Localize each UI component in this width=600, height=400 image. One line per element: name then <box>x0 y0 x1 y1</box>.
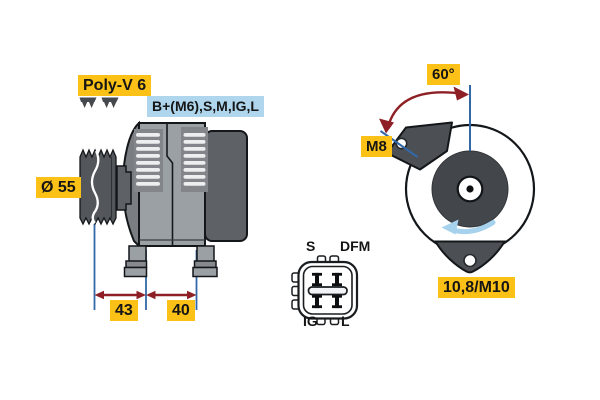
belt-profile-icon <box>101 97 119 108</box>
pin-label-dfm: DFM <box>340 238 371 254</box>
cooling-fins <box>136 133 206 186</box>
connector-pins <box>312 272 342 309</box>
shaft-center-dot <box>466 185 474 193</box>
housing-seam <box>166 123 174 246</box>
upper-lug-hole <box>395 137 408 150</box>
front-foot-plate <box>123 266 148 278</box>
upper-mounting-lug <box>386 121 453 171</box>
arrow-head <box>187 290 197 300</box>
terminals-label: B+(M6),S,M,IG,L <box>147 96 264 117</box>
dimension-arrows <box>94 290 197 300</box>
rotation-arrow-head <box>441 219 459 235</box>
connector-view <box>291 255 359 326</box>
dimension-left-label: 43 <box>110 300 138 321</box>
arrow-head <box>136 290 146 300</box>
pulley-diameter-label: Ø 55 <box>36 177 81 198</box>
belt-profile-icons <box>79 97 119 109</box>
arrow-head <box>146 290 156 300</box>
connector-key-slot <box>307 286 348 296</box>
fin-bank-left <box>134 129 163 192</box>
upper-thread-label: M8 <box>361 136 392 157</box>
rear-foot-step <box>193 260 217 269</box>
angle-arrow-head-right <box>453 86 469 101</box>
side-view <box>79 120 248 310</box>
angle-arrow-head-left <box>379 118 394 134</box>
front-foot-step <box>125 260 148 269</box>
rear-housing <box>204 130 248 242</box>
pin-label-ig: IG <box>303 313 318 329</box>
connector-shell-inner <box>302 265 353 315</box>
dimension-right-label: 40 <box>167 300 195 321</box>
fin-bank-right <box>181 127 208 192</box>
belt-profile-icon <box>79 97 97 108</box>
angle-arc <box>386 91 465 130</box>
pin-label-l: L <box>341 313 350 329</box>
arrow-head <box>94 290 104 300</box>
pulley <box>79 148 117 226</box>
rear-view <box>379 85 536 274</box>
lower-hole-label: 10,8/M10 <box>438 277 515 298</box>
belt-type-label: Poly-V 6 <box>78 75 152 96</box>
pin-label-s: S <box>306 238 316 254</box>
lower-lug-hole <box>463 253 477 268</box>
pulley-hub <box>116 165 132 211</box>
lug-datum-line <box>379 130 419 158</box>
rear-foot-plate <box>192 266 218 278</box>
pulley-break-line <box>90 150 100 224</box>
mount-angle-label: 60° <box>427 64 460 85</box>
mounting-feet <box>123 245 218 278</box>
pulley-profile <box>79 148 117 226</box>
